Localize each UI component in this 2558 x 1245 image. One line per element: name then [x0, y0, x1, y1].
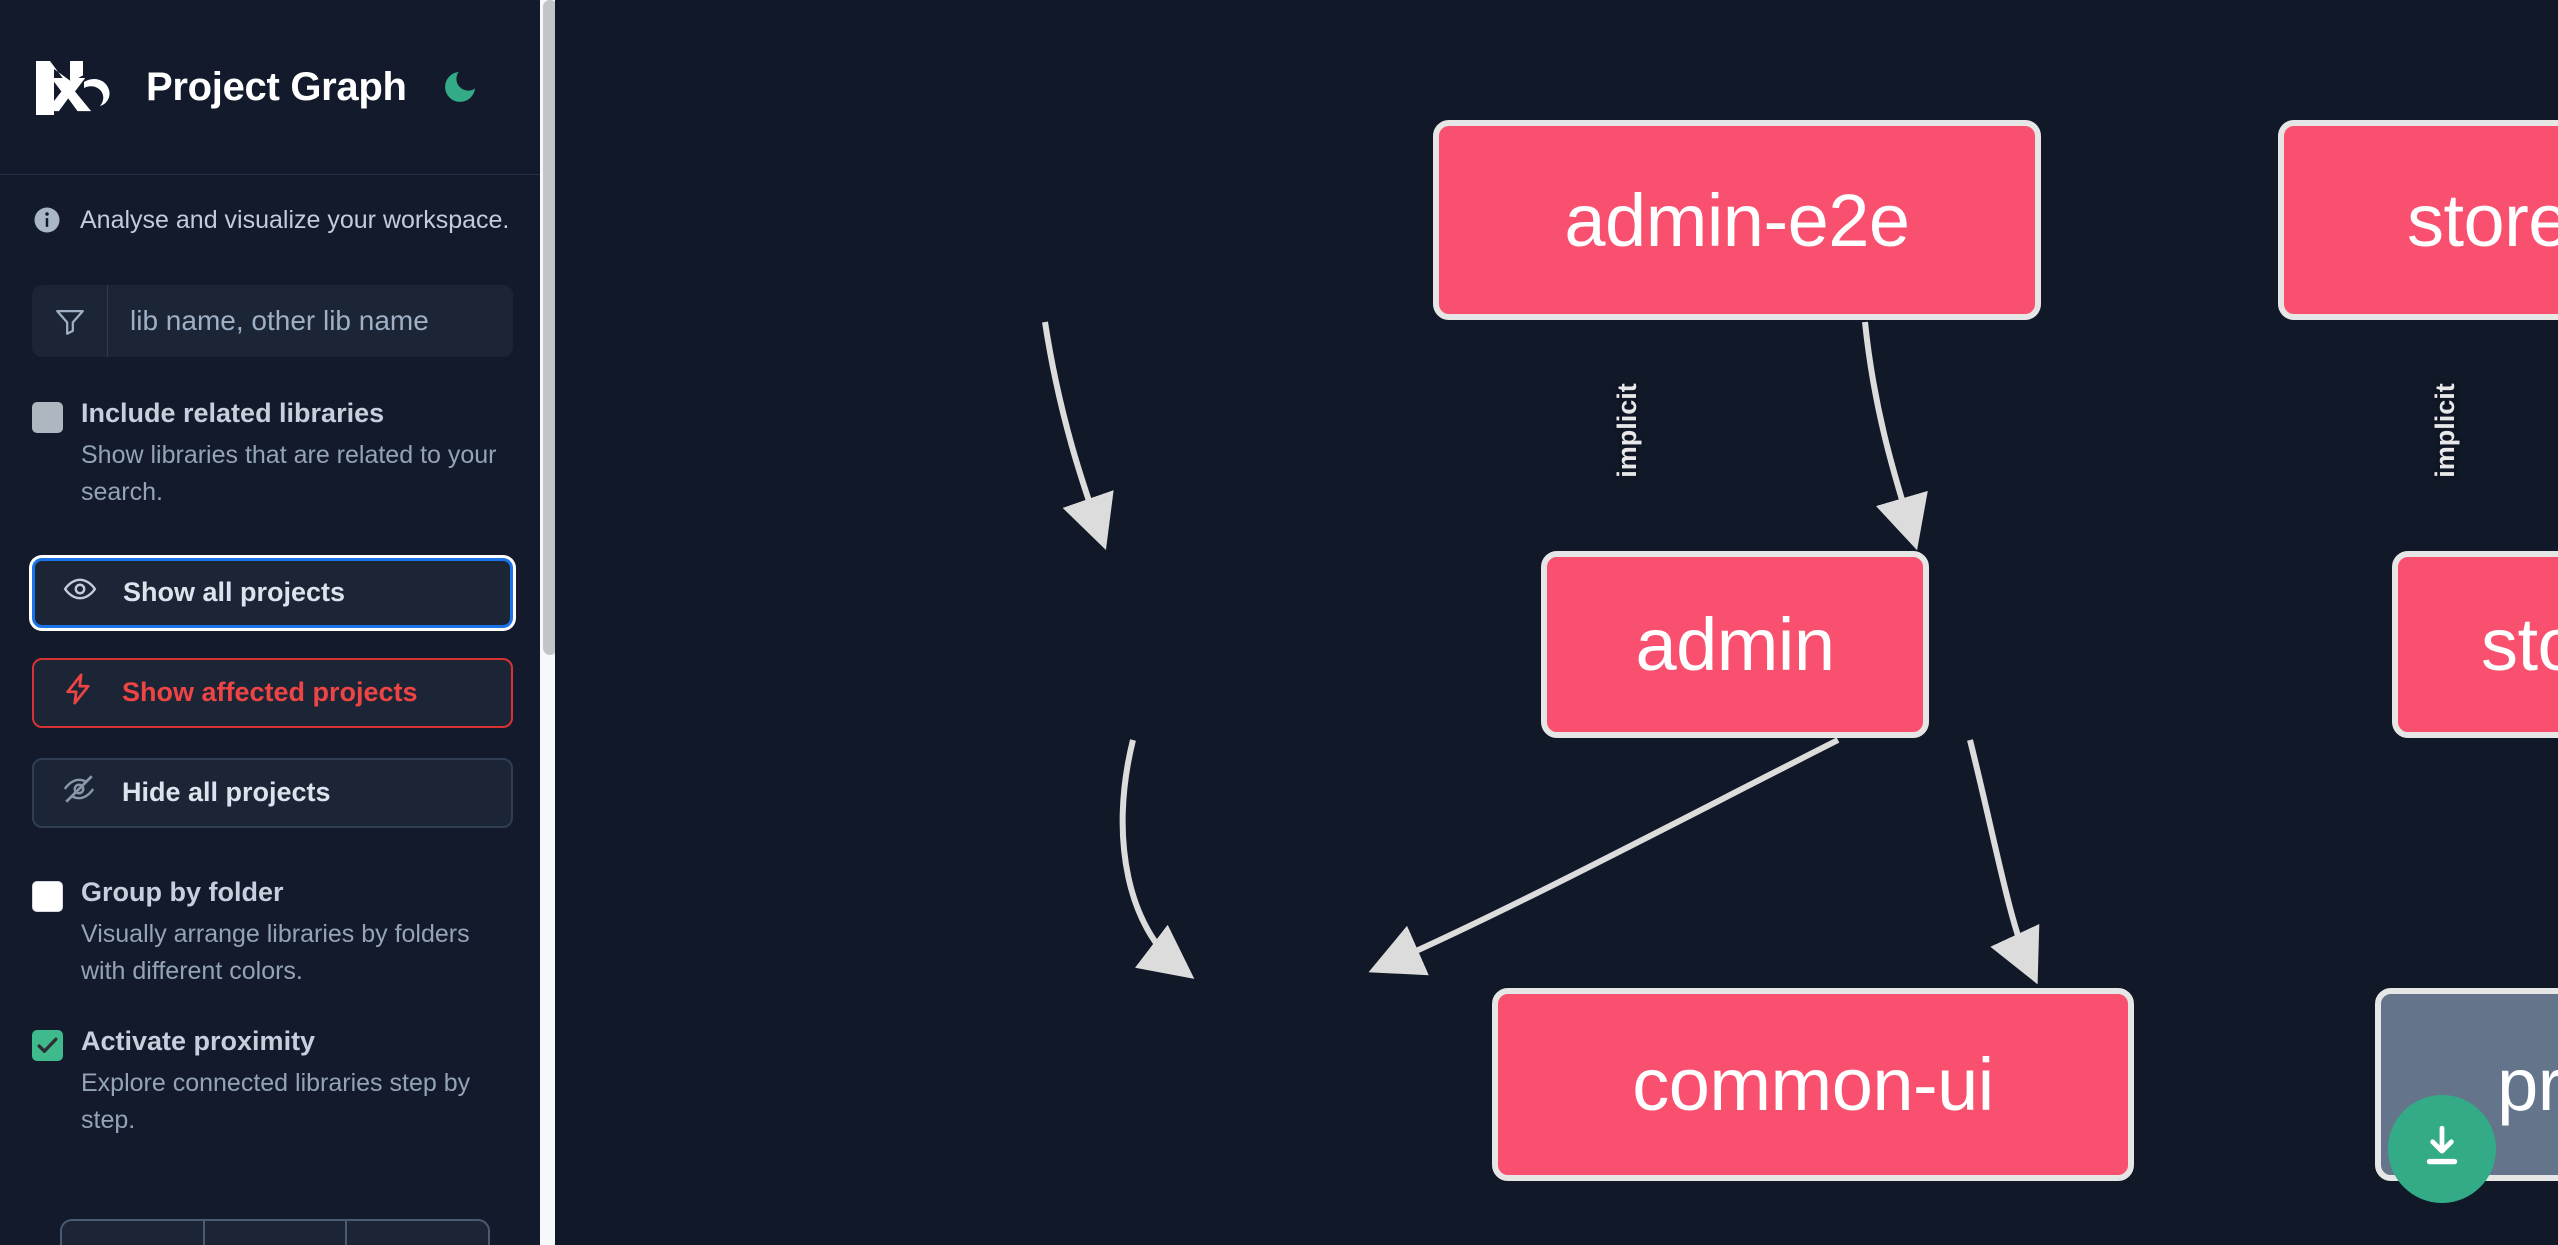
include-related-libraries-checkbox[interactable] — [32, 402, 63, 433]
activate-proximity-checkbox[interactable] — [32, 1029, 63, 1061]
graph-node-admin[interactable]: admin — [1541, 551, 1929, 738]
edge-label-admin-e2e-admin: implicit — [1611, 383, 1642, 478]
page-title: Project Graph — [146, 64, 407, 109]
group-by-folder-description: Visually arrange libraries by folders wi… — [81, 920, 470, 985]
nx-logo — [32, 55, 124, 119]
graph-node-store[interactable]: store — [2392, 551, 2558, 738]
group-by-folder-checkbox[interactable] — [32, 880, 63, 912]
filter-funnel-icon — [32, 285, 108, 357]
proximity-step-increase[interactable] — [347, 1221, 488, 1245]
proximity-step-decrease[interactable] — [62, 1221, 205, 1245]
edge-admin-common-ui — [1119, 739, 1195, 979]
activate-proximity-label: Activate proximity — [81, 1025, 316, 1056]
group-by-folder-label: Group by folder — [81, 876, 284, 907]
sidebar-header: Project Graph — [0, 0, 545, 175]
hide-all-projects-label: Hide all projects — [122, 777, 331, 808]
show-all-projects-button[interactable]: Show all projects — [32, 557, 513, 628]
include-related-libraries-label: Include related libraries — [81, 398, 385, 428]
show-all-projects-label: Show all projects — [123, 577, 346, 608]
search-input[interactable] — [108, 285, 513, 357]
hide-all-projects-button[interactable]: Hide all projects — [32, 757, 513, 828]
edge-store-e2e-store — [1862, 321, 1928, 551]
graph-node-common-ui[interactable]: common-ui — [1492, 988, 2134, 1181]
graph-node-label: admin — [1635, 603, 1835, 686]
graph-node-label: store — [2480, 603, 2558, 686]
graph-node-store-e2e[interactable]: store-e2e — [2278, 120, 2558, 320]
option-group-by-folder[interactable]: Group by folder Visually arrange librari… — [0, 874, 545, 989]
sidebar: Project Graph Analyse and visualize your… — [0, 0, 560, 1245]
eye-off-icon — [62, 772, 96, 813]
edge-label-store-e2e-store: implicit — [2429, 383, 2460, 478]
sidebar-scrollbar-thumb[interactable] — [543, 0, 557, 655]
info-banner: Analyse and visualize your workspace. — [0, 175, 545, 235]
download-icon — [2417, 1122, 2467, 1177]
graph-node-label: common-ui — [1632, 1043, 1994, 1126]
activate-proximity-description: Explore connected libraries step by step… — [81, 1069, 471, 1134]
edge-admin-e2e-admin — [1042, 321, 1114, 550]
graph-node-admin-e2e[interactable]: admin-e2e — [1433, 120, 2041, 320]
edge-store-products — [1967, 739, 2040, 985]
option-include-related-libraries[interactable]: Include related libraries Show libraries… — [0, 395, 545, 510]
lightning-bolt-icon — [62, 672, 96, 713]
graph-canvas[interactable]: admin-e2e store-e2e admin store common-u… — [560, 0, 2558, 1245]
edge-store-common-ui — [1368, 737, 1840, 976]
graph-node-label: admin-e2e — [1564, 178, 1910, 262]
graph-node-label: products — [2497, 1043, 2558, 1126]
proximity-step-segmented-control[interactable] — [60, 1219, 490, 1245]
graph-edges — [1042, 321, 2040, 985]
include-related-libraries-description: Show libraries that are related to your … — [81, 441, 497, 506]
moon-icon[interactable] — [437, 64, 483, 110]
info-text: Analyse and visualize your workspace. — [80, 205, 510, 234]
sidebar-content: Project Graph Analyse and visualize your… — [0, 0, 545, 1245]
download-graph-button[interactable] — [2388, 1095, 2496, 1203]
proximity-step-value[interactable] — [205, 1221, 348, 1245]
search-field[interactable] — [32, 285, 513, 357]
graph-node-label: store-e2e — [2406, 178, 2558, 262]
info-icon — [32, 205, 62, 235]
show-affected-projects-label: Show affected projects — [122, 677, 418, 708]
option-activate-proximity[interactable]: Activate proximity Explore connected lib… — [0, 1023, 545, 1138]
eye-icon — [63, 572, 97, 613]
show-affected-projects-button[interactable]: Show affected projects — [32, 657, 513, 728]
